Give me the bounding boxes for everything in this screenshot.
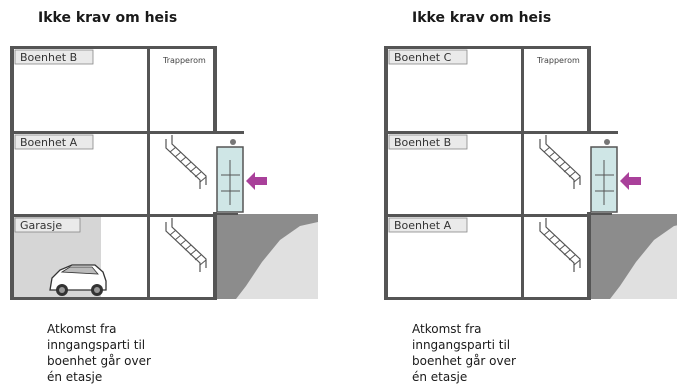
left-outer-wall	[384, 46, 388, 300]
label-bottom-unit: Boenhet A	[394, 219, 452, 232]
right-caption: Atkomst fra inngangsparti til boenhet gå…	[412, 321, 516, 385]
label-stairwell: Trapperom	[162, 56, 206, 65]
stairs-lower	[165, 217, 207, 273]
stair-wall	[147, 46, 150, 300]
stair-wall	[521, 46, 524, 300]
label-bottom-unit: Garasje	[20, 219, 62, 232]
right-outer-wall-upper	[587, 46, 591, 134]
label-box-middle	[14, 134, 94, 150]
caption-line: boenhet går over	[47, 354, 151, 368]
roof	[10, 46, 217, 49]
left-caption: Atkomst fra inngangsparti til boenhet gå…	[47, 321, 151, 385]
roof	[384, 46, 591, 49]
label-middle-unit: Boenhet A	[20, 136, 78, 149]
caption-line: Atkomst fra	[412, 322, 482, 336]
caption-line: boenhet går over	[412, 354, 516, 368]
ground-section	[587, 214, 677, 299]
label-middle-unit: Boenhet B	[394, 136, 451, 149]
canopy	[217, 131, 244, 134]
floor-2	[384, 131, 591, 134]
label-box-middle	[388, 134, 468, 150]
stairs-lower	[539, 217, 581, 273]
floor-2	[10, 131, 217, 134]
ground-section	[213, 214, 318, 299]
floor-1	[10, 214, 217, 217]
entrance-lamp	[230, 139, 236, 145]
label-top-unit: Boenhet B	[20, 51, 77, 64]
right-outer-wall-lower	[587, 212, 591, 300]
right-outer-wall-upper	[213, 46, 217, 134]
right-outer-wall-lower	[213, 212, 217, 300]
right-panel-title: Ikke krav om heis	[412, 10, 552, 26]
entrance-arrow	[246, 172, 267, 190]
canopy	[591, 131, 618, 134]
stairs-upper	[539, 134, 581, 190]
label-box-top	[388, 49, 468, 65]
car-icon	[49, 264, 107, 296]
caption-line: én etasje	[412, 370, 468, 384]
right-building: Boenhet C Boenhet B Boenhet A Trapperom	[384, 46, 677, 300]
entrance-lamp	[604, 139, 610, 145]
left-building: Boenhet B Boenhet A Garasje Trapperom	[10, 46, 318, 300]
label-box-top	[14, 49, 94, 65]
ground-floor	[10, 297, 217, 300]
stairs-upper	[165, 134, 207, 190]
left-panel-title: Ikke krav om heis	[38, 10, 178, 26]
floor-1	[384, 214, 591, 217]
label-stairwell: Trapperom	[536, 56, 580, 65]
ground-floor	[384, 297, 591, 300]
label-box-bottom	[388, 217, 468, 233]
entrance-arrow	[620, 172, 641, 190]
caption-line: inngangsparti til	[412, 338, 511, 352]
caption-line: Atkomst fra	[47, 322, 117, 336]
caption-line: inngangsparti til	[47, 338, 146, 352]
label-top-unit: Boenhet C	[394, 51, 452, 64]
label-box-bottom	[14, 217, 81, 233]
left-outer-wall	[10, 46, 14, 300]
caption-line: én etasje	[47, 370, 103, 384]
